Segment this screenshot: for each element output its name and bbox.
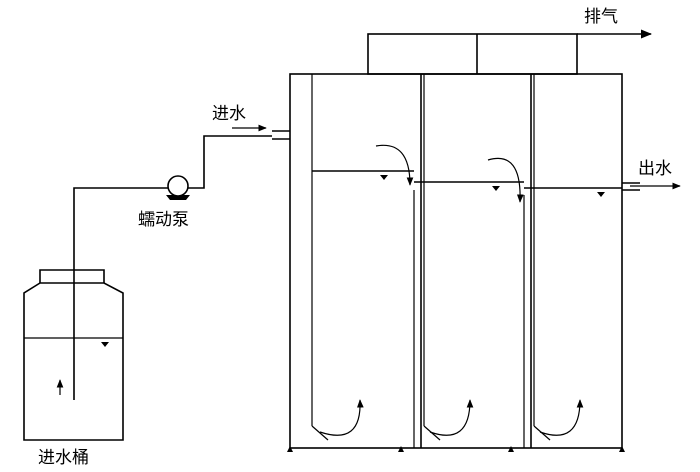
tank-cap [39,269,105,283]
overflow-flow-arrows [375,144,524,203]
outlet [622,182,681,191]
feed-pipe [73,124,290,400]
gas-hood [367,29,653,75]
pipe-pump-to-reactor [188,135,272,189]
reactor-wall [289,73,623,449]
overflow-arrow-2-icon [487,157,524,203]
upflow-arrow-2-icon [429,399,474,436]
label-pump: 蠕动泵 [138,210,189,230]
tank-shoulder [23,282,124,441]
water-level-marker-icon [101,342,109,347]
reactor-body [287,73,625,452]
overflow-arrow-1-icon [375,144,414,186]
label-inlet-tank: 进水桶 [38,448,89,468]
upflow-arrows [319,399,584,436]
reactor-feet [287,446,625,452]
upflow-arrow-1-icon [319,399,364,436]
upflow-arrow-3-icon [539,399,584,436]
water-level-marker-icon [380,175,605,197]
baffle-1-foot [311,425,329,441]
pipe-tank-to-pump [73,187,168,400]
label-exhaust: 排气 [584,7,618,27]
label-water-in: 进水 [212,104,246,124]
peristaltic-pump-icon [166,175,190,200]
gas-hood-box [367,33,578,75]
label-water-out: 出水 [638,159,672,179]
